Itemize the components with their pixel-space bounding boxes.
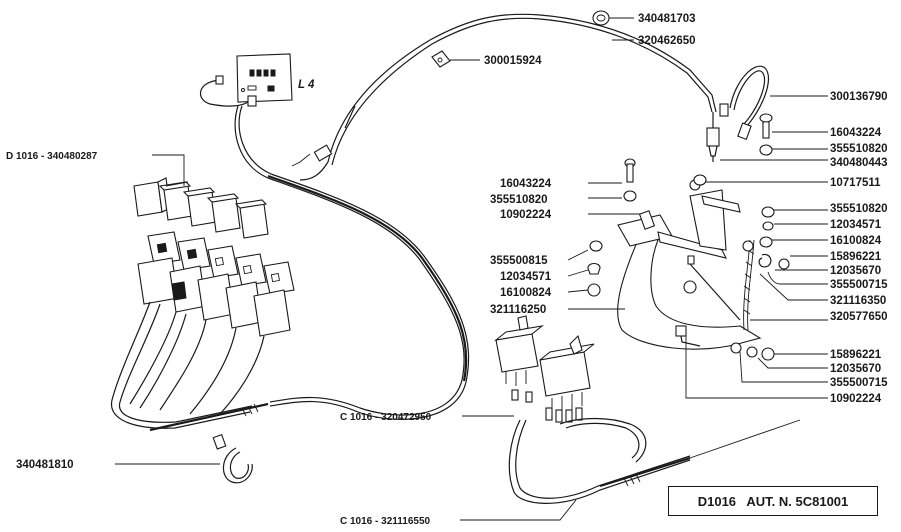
label-10902224-right: 10902224 [830, 393, 882, 405]
label-340481703: 340481703 [638, 13, 696, 25]
label-panel-l4: L 4 [298, 79, 315, 91]
panel-l4 [200, 53, 293, 107]
label-320462650: 320462650 [638, 35, 696, 47]
label-340481810: 340481810 [16, 459, 74, 471]
authorization-text: D1016 AUT. N. 5C81001 [697, 493, 849, 509]
label-355500715-b: 355500715 [830, 377, 888, 389]
sensor-340480443 [706, 112, 720, 162]
label-16100824-left: 16100824 [500, 287, 552, 299]
bracket-assembly [587, 113, 790, 361]
label-10717511: 10717511 [830, 177, 881, 189]
label-15896221-b: 15896221 [830, 349, 882, 361]
label-10902224-left: 10902224 [500, 209, 552, 221]
label-c1016-321116550: C 1016 - 321116550 [340, 516, 431, 527]
label-16043224-right: 16043224 [830, 127, 882, 139]
label-340480443: 340480443 [830, 157, 888, 169]
cable-320462650 [592, 10, 610, 26]
relay-block [110, 177, 295, 432]
main-cable [234, 13, 717, 420]
label-321116350: 321116350 [830, 295, 886, 307]
label-355510820-a: 355510820 [830, 143, 888, 155]
label-320577650: 320577650 [830, 311, 888, 323]
label-355500715-a: 355500715 [830, 279, 888, 291]
label-15896221-a: 15896221 [830, 251, 882, 263]
label-355500815: 355500815 [490, 255, 548, 267]
label-355510820-left: 355510820 [490, 194, 548, 206]
grommet-340481810 [212, 433, 253, 484]
authorization-box: D1016 AUT. N. 5C81001 [668, 486, 878, 516]
leader-lines [115, 17, 828, 521]
clip-300015924 [431, 50, 451, 68]
label-300136790: 300136790 [830, 91, 888, 103]
label-c1016-320472950: C 1016 - 320472950 [340, 412, 432, 423]
label-321116250: 321116250 [490, 304, 546, 316]
label-12035670-a: 12035670 [830, 265, 881, 277]
label-12034571-right: 12034571 [830, 219, 882, 231]
label-355510820-b: 355510820 [830, 203, 888, 215]
label-d1016-340480287: D 1016 - 340480287 [6, 151, 98, 162]
label-300015924: 300015924 [484, 55, 542, 67]
label-12035670-b: 12035670 [830, 363, 881, 375]
label-16043224-left: 16043224 [500, 178, 552, 190]
relay-pair [494, 315, 801, 504]
part-labels: 340481703 320462650 300015924 300136790 … [6, 13, 888, 527]
label-16100824-right: 16100824 [830, 235, 882, 247]
label-12034571-left: 12034571 [500, 271, 552, 283]
wire-300136790 [719, 65, 770, 140]
